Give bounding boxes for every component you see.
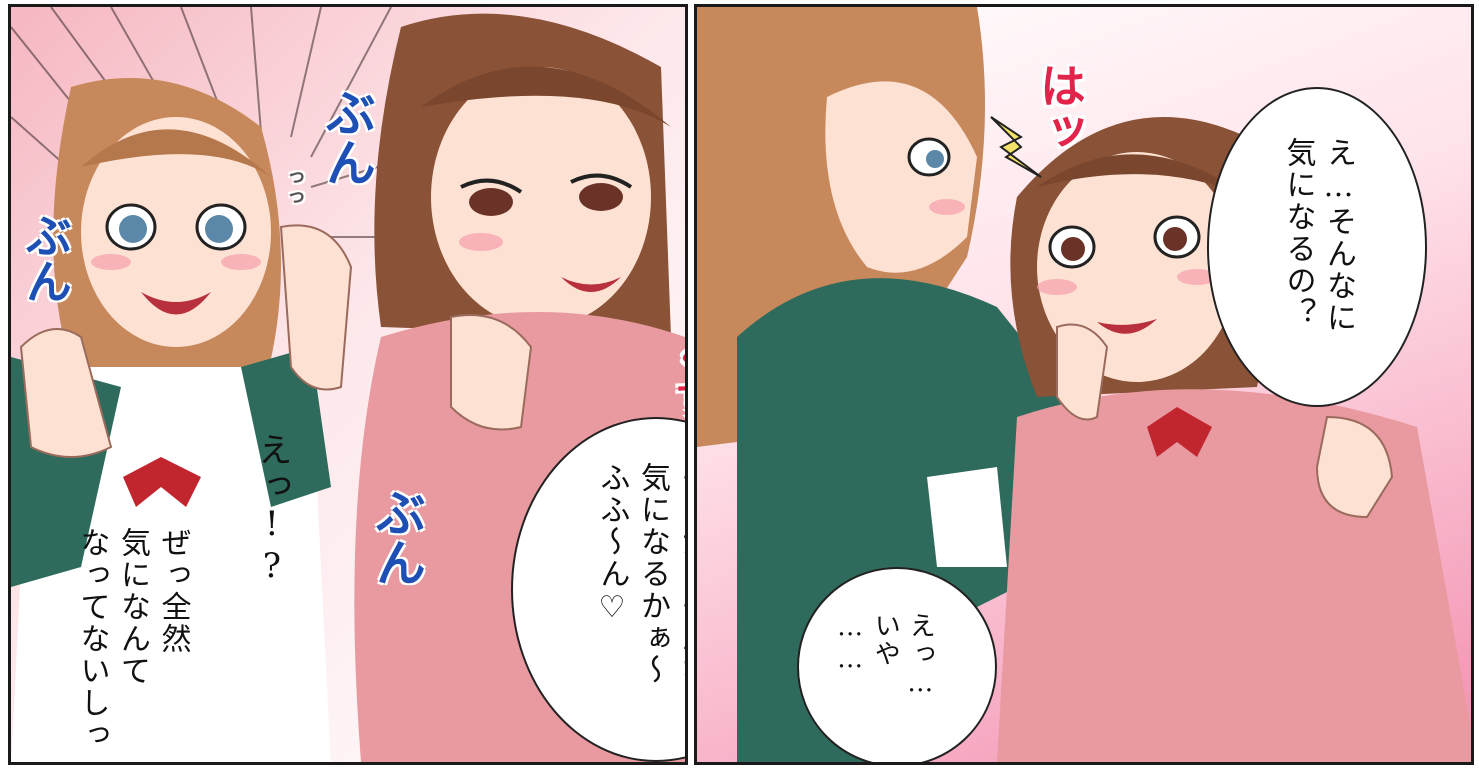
dialogue-question: え…そんなに 気になるの？ — [1280, 137, 1357, 334]
dialogue-surprised: えっ!? — [251, 432, 292, 588]
sfx-kusu-text: くす — [668, 338, 688, 418]
sfx-bun-bottom: ぶん — [368, 487, 426, 587]
short-hair-girl-front-figure — [997, 117, 1471, 762]
sfx-small-tsu: っっ — [281, 167, 305, 207]
speech-bubble-question — [1207, 87, 1427, 407]
surprise-burst-icon — [990, 116, 1042, 178]
sfx-bun-left: ぶん — [19, 212, 73, 304]
left-panel: ぶん っっ ぶん ぶん くす♥ えっ!? ぜっ全然 気になんて なってないしっ … — [8, 4, 688, 765]
sfx-kusu: くす♥ — [616, 62, 688, 464]
sfx-bun-top: ぶん — [318, 87, 376, 187]
dialogue-denial: ぜっ全然 気になんて なってないしっ — [74, 527, 191, 751]
sfx-ha: はッ — [1033, 62, 1087, 154]
blonde-girl-figure — [11, 78, 353, 762]
dialogue-hesitate: えっ… いや …… — [835, 612, 936, 700]
dialogue-teasing: そおか～そんなに 気になるかぁ～ ふふ～ん♡ — [594, 462, 688, 718]
speech-bubble-hesitate — [797, 567, 997, 762]
right-panel: はッ え…そんなに 気になるの？ えっ… いや …… — [694, 4, 1474, 765]
